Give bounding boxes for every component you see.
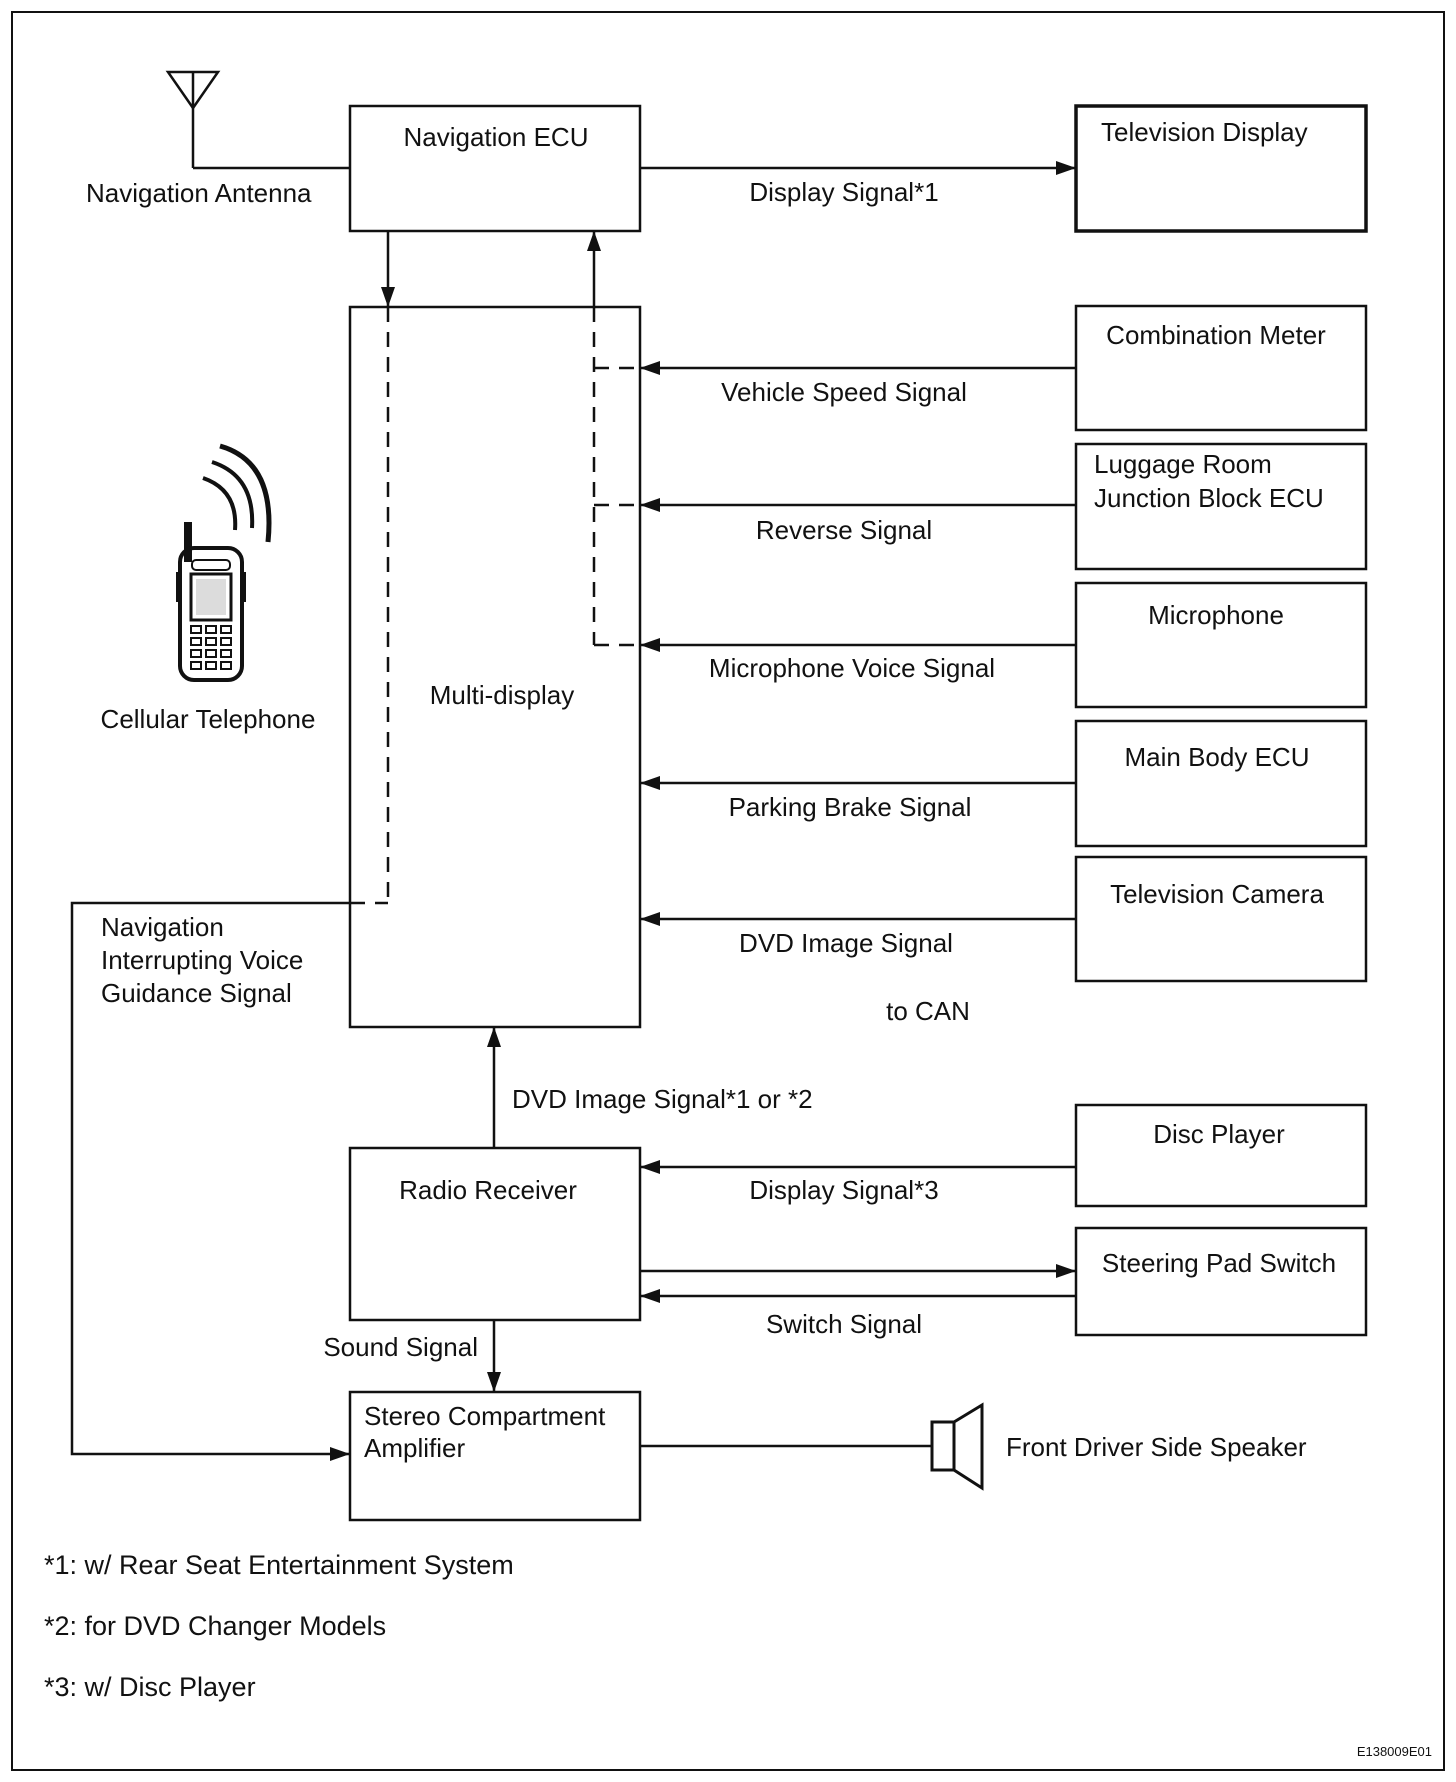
stereo-amp-label-line2: Amplifier	[364, 1433, 465, 1463]
display-signal-1-label: Display Signal*1	[749, 177, 938, 207]
switch-signal-label: Switch Signal	[766, 1309, 922, 1339]
combination-meter-label: Combination Meter	[1106, 320, 1326, 350]
disc-player-label: Disc Player	[1153, 1119, 1285, 1149]
microphone-block: Microphone	[1074, 581, 1368, 709]
connections	[70, 161, 1076, 1461]
footnote-2: *2: for DVD Changer Models	[44, 1611, 386, 1641]
display-signal-3-label: Display Signal*3	[749, 1175, 938, 1205]
luggage-room-junction-block-ecu-block: Luggage Room Junction Block ECU	[1074, 442, 1368, 571]
microphone-label: Microphone	[1148, 600, 1284, 630]
luggage-room-label-line1: Luggage Room	[1094, 449, 1272, 479]
dvd-image-signal-1-or-2-label: DVD Image Signal*1 or *2	[512, 1084, 813, 1114]
combination-meter-block: Combination Meter	[1074, 304, 1368, 432]
footnote-1: *1: w/ Rear Seat Entertainment System	[44, 1550, 514, 1580]
disc-player-block: Disc Player	[1074, 1103, 1368, 1208]
navigation-ecu-block: Navigation ECU	[348, 104, 642, 233]
main-body-ecu-block: Main Body ECU	[1074, 719, 1368, 848]
multi-display-block: Multi-display	[348, 305, 642, 1029]
outer-frame	[11, 11, 1445, 1771]
television-display-block: Television Display	[1074, 104, 1368, 233]
figure-code: E138009E01	[1357, 1744, 1432, 1759]
nav-voice-guidance-line	[70, 901, 350, 1461]
stereo-compartment-amplifier-block: Stereo Compartment Amplifier	[348, 1390, 642, 1522]
nav-voice-label-line1: Navigation	[101, 912, 224, 942]
footnote-3: *3: w/ Disc Player	[44, 1672, 256, 1702]
radio-receiver-label: Radio Receiver	[399, 1175, 577, 1205]
television-camera-block: Television Camera	[1074, 855, 1368, 983]
luggage-room-label-line2: Junction Block ECU	[1094, 483, 1324, 513]
steering-pad-switch-label: Steering Pad Switch	[1102, 1248, 1336, 1278]
navigation-antenna-label: Navigation Antenna	[86, 178, 312, 208]
dvd-image-signal-label: DVD Image Signal	[739, 928, 953, 958]
to-can-label: to CAN	[886, 996, 970, 1026]
television-display-label: Television Display	[1101, 117, 1308, 147]
main-body-ecu-label: Main Body ECU	[1125, 742, 1310, 772]
reverse-signal-label: Reverse Signal	[756, 515, 932, 545]
television-camera-label: Television Camera	[1110, 879, 1324, 909]
multi-display-label: Multi-display	[430, 680, 575, 710]
internal-dashed-routes	[350, 307, 640, 905]
speaker-icon	[930, 1402, 984, 1491]
antenna-icon	[165, 70, 350, 170]
nav-voice-label-line3: Guidance Signal	[101, 978, 292, 1008]
cellular-telephone-label: Cellular Telephone	[101, 704, 316, 734]
navigation-ecu-label: Navigation ECU	[404, 122, 589, 152]
sound-signal-label: Sound Signal	[323, 1332, 478, 1362]
cellular-phone-icon	[176, 443, 272, 682]
microphone-voice-signal-label: Microphone Voice Signal	[709, 653, 995, 683]
parking-brake-signal-label: Parking Brake Signal	[729, 792, 972, 822]
nav-voice-label-line2: Interrupting Voice	[101, 945, 303, 975]
steering-pad-switch-block: Steering Pad Switch	[1074, 1226, 1368, 1337]
front-driver-side-speaker-label: Front Driver Side Speaker	[1006, 1432, 1307, 1462]
stereo-amp-label-line1: Stereo Compartment	[364, 1401, 606, 1431]
vehicle-speed-signal-label: Vehicle Speed Signal	[721, 377, 967, 407]
radio-receiver-block: Radio Receiver	[348, 1146, 642, 1322]
